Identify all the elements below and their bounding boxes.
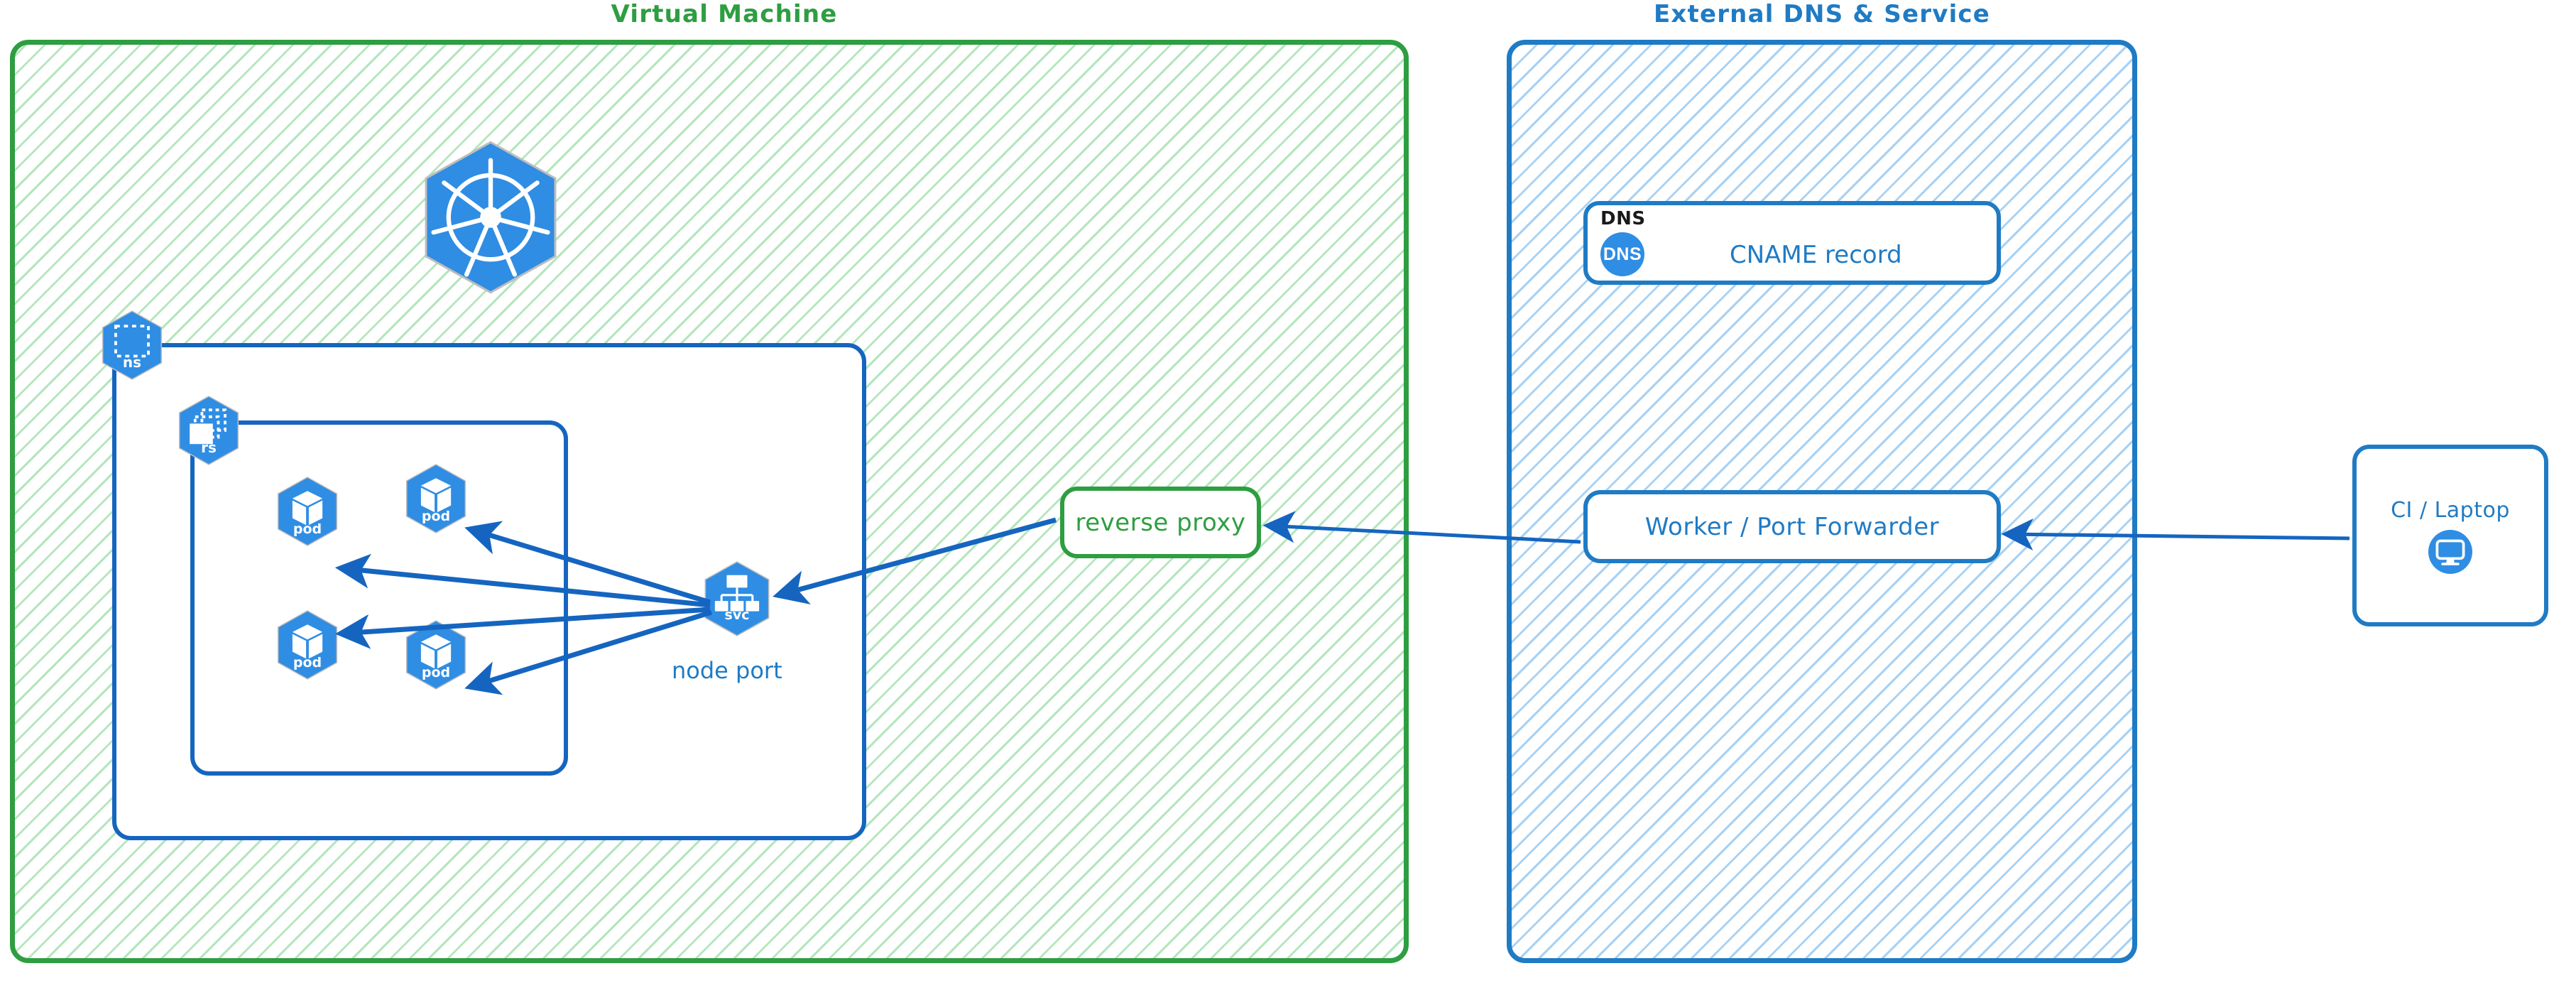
kubernetes-logo-icon <box>415 139 566 295</box>
dns-badge-icon: DNS <box>1600 232 1644 276</box>
replicaset-icon: rs <box>175 395 243 466</box>
reverse-proxy-box[interactable]: reverse proxy <box>1060 487 1261 558</box>
worker-port-forwarder-box[interactable]: Worker / Port Forwarder <box>1583 490 2001 563</box>
pod-icon: pod <box>273 609 342 680</box>
dns-card-header: DNS <box>1600 208 1646 229</box>
pod-icon: pod <box>273 476 342 547</box>
desktop-monitor-icon <box>2428 529 2472 574</box>
service-icon: svc <box>700 560 774 637</box>
node-port-label: node port <box>672 657 782 684</box>
pod-icon: pod <box>402 619 470 690</box>
pod-icon: pod <box>402 463 470 534</box>
external-panel-title: External DNS & Service <box>1653 0 1991 28</box>
vm-panel-title: Virtual Machine <box>611 0 838 28</box>
ci-laptop-label: CI / Laptop <box>2391 497 2510 523</box>
replicaset-container <box>190 420 568 776</box>
ci-laptop-box[interactable]: CI / Laptop <box>2352 445 2548 626</box>
dns-record-card[interactable]: DNS DNS CNAME record <box>1583 201 2001 285</box>
reverse-proxy-label: reverse proxy <box>1075 508 1246 537</box>
cname-record-label: CNAME record <box>1730 241 1902 269</box>
worker-label: Worker / Port Forwarder <box>1644 512 1940 541</box>
namespace-icon: ns <box>98 310 166 381</box>
